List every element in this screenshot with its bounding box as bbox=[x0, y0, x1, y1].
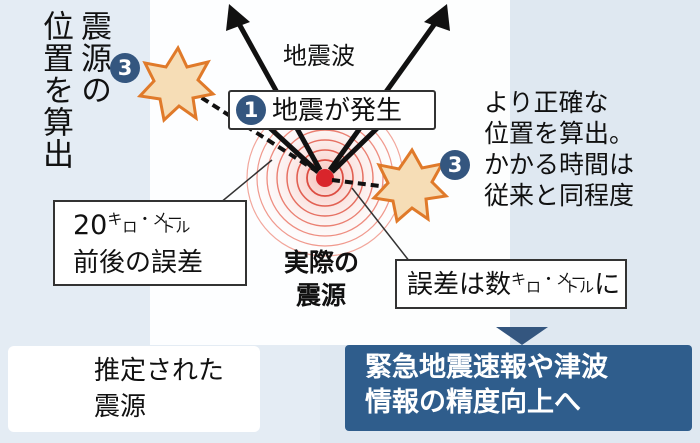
step-3-marker-right: 3 bbox=[440, 150, 470, 180]
old-error-line-2: 前後の誤差 bbox=[73, 248, 204, 278]
banner-line-1: 緊急地震速報や津波 bbox=[365, 352, 608, 383]
up-arrow-icon bbox=[424, 4, 450, 31]
unit-me: ・メー bbox=[137, 210, 183, 228]
star-burst-icon bbox=[136, 44, 217, 123]
pointer-new bbox=[351, 187, 411, 263]
right-text-line-2: 位置を算出。 bbox=[484, 119, 635, 148]
epicenter-dot bbox=[316, 169, 334, 187]
actual-epicenter-line-2: 震源 bbox=[296, 281, 347, 310]
unit-ki: キ bbox=[511, 270, 527, 288]
legend-line-2: 震源 bbox=[94, 392, 147, 422]
new-error-prefix: 誤差は数 bbox=[407, 270, 512, 300]
star-burst-icon bbox=[370, 147, 450, 224]
step-1-marker: 1 bbox=[236, 95, 266, 125]
old-error-line-1: 20キロ・メートル bbox=[73, 210, 191, 241]
right-text-line-3: かかる時間は bbox=[484, 150, 635, 179]
step-3-marker-left: 3 bbox=[110, 53, 140, 83]
actual-epicenter-line-1: 実際の bbox=[284, 248, 360, 277]
unit-toru: トル bbox=[160, 218, 191, 236]
up-arrow-icon bbox=[226, 4, 250, 31]
unit-ro: ロ bbox=[526, 278, 542, 296]
seismic-wave-label: 地震波 bbox=[283, 42, 355, 70]
right-text-line-1: より正確な bbox=[484, 88, 609, 117]
conclusion-banner: 緊急地震速報や津波 情報の精度向上へ bbox=[345, 345, 692, 431]
event-box: 1 地震が発生 bbox=[228, 90, 436, 130]
new-error-text: 誤差は数キロ・メートルに bbox=[407, 270, 621, 300]
right-text-line-4: 従来と同程度 bbox=[484, 181, 635, 210]
unit-me: ・メー bbox=[541, 270, 587, 288]
old-error-number: 20 bbox=[73, 210, 108, 241]
unit-toru: トル bbox=[564, 278, 595, 296]
banner-line-2: 情報の精度向上へ bbox=[365, 386, 581, 418]
new-error-suffix: に bbox=[594, 270, 621, 300]
legend-line-1: 推定された bbox=[94, 356, 225, 386]
down-triangle-icon bbox=[496, 327, 548, 345]
old-error-box: 20キロ・メートル 前後の誤差 bbox=[53, 200, 247, 286]
unit-ki: キ bbox=[107, 210, 123, 228]
unit-ro: ロ bbox=[122, 218, 138, 236]
legend-box: 推定された 震源 bbox=[8, 346, 260, 432]
left-vertical-col-1: 震源の bbox=[74, 10, 111, 106]
event-label: 地震が発生 bbox=[272, 96, 403, 126]
left-vertical-col-2: 位置を算出 bbox=[36, 10, 73, 170]
new-error-box: 誤差は数キロ・メートルに bbox=[395, 259, 627, 309]
